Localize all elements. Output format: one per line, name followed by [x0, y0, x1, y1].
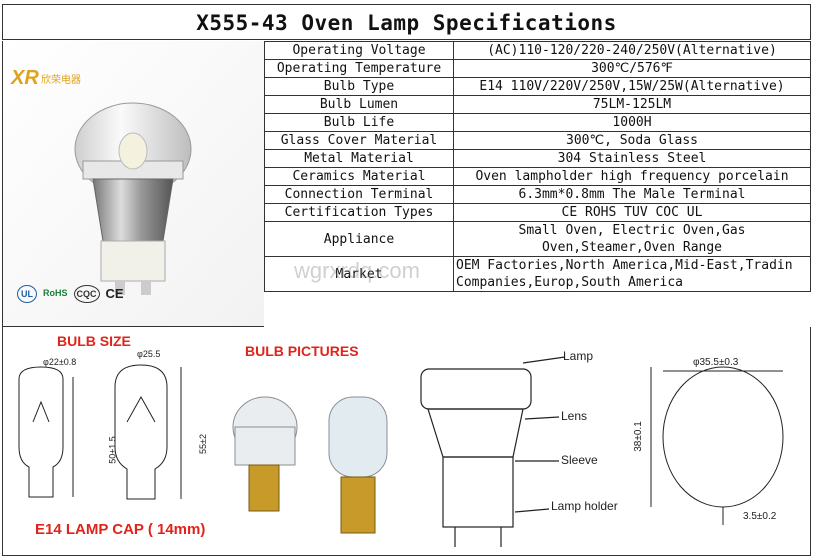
spec-value: 304 Stainless Steel: [453, 149, 811, 168]
spec-value: (AC)110-120/220-240/250V(Alternative): [453, 41, 811, 60]
spec-value: Small Oven, Electric Oven,Gas Oven,Steam…: [453, 221, 811, 257]
dim-diameter-1: φ22±0.8: [43, 357, 77, 367]
product-photo: [3, 41, 264, 326]
dim-height-right: 38±0.1: [632, 421, 644, 452]
part-lamp-holder: Lamp holder: [551, 499, 618, 513]
spec-label: Market: [264, 256, 454, 292]
spec-label: Bulb Type: [264, 77, 454, 96]
product-photo-panel: XR 欣荣电器 UL RoHS CQC CE: [2, 41, 264, 327]
watermark: wgrxrdq.com: [294, 258, 420, 283]
spec-label: Operating Temperature: [264, 59, 454, 78]
diagram-panel: BULB SIZE BULB PICTURES E14 LAMP CAP ( 1…: [2, 327, 811, 556]
spec-value: 75LM-125LM: [453, 95, 811, 114]
rohs-cert-icon: RoHS: [43, 288, 68, 298]
spec-value: 300℃/576℉: [453, 59, 811, 78]
spec-table: Operating Voltage(AC)110-120/220-240/250…: [264, 41, 811, 292]
dim-diameter-2: φ25.5: [137, 349, 161, 359]
spec-label: Connection Terminal: [264, 185, 454, 204]
part-lens: Lens: [561, 409, 588, 423]
spec-label: Appliance: [264, 221, 454, 257]
bulb-pictures-heading: BULB PICTURES: [245, 343, 359, 359]
brand-logo: XR: [11, 67, 39, 89]
spec-label: Bulb Lumen: [264, 95, 454, 114]
spec-value: 1000H: [453, 113, 811, 132]
dim-height-2: 55±2: [197, 434, 208, 454]
brand-name: 欣荣电器: [41, 75, 81, 86]
spec-row: Operating Voltage(AC)110-120/220-240/250…: [264, 41, 811, 60]
spec-label: Certification Types: [264, 203, 454, 222]
dim-thickness-right: 3.5±0.2: [743, 511, 777, 522]
ce-cert-icon: CE: [105, 286, 124, 301]
page-title: X555-43 Oven Lamp Specifications: [2, 4, 811, 40]
dim-height-1: 50±1.5: [107, 436, 118, 464]
spec-label: Metal Material: [264, 149, 454, 168]
spec-value: 6.3mm*0.8mm The Male Terminal: [453, 185, 811, 204]
dim-diameter-right: φ35.5±0.3: [693, 357, 739, 368]
spec-value: E14 110V/220V/250V,15W/25W(Alternative): [453, 77, 811, 96]
bulb-size-heading: BULB SIZE: [57, 333, 131, 349]
spec-value: CE ROHS TUV COC UL: [453, 203, 811, 222]
ul-cert-icon: UL: [17, 285, 37, 303]
part-sleeve: Sleeve: [561, 453, 598, 467]
spec-label: Operating Voltage: [264, 41, 454, 60]
spec-label: Bulb Life: [264, 113, 454, 132]
spec-value: 300℃, Soda Glass: [453, 131, 811, 150]
part-lamp: Lamp: [563, 349, 594, 363]
spec-label: Glass Cover Material: [264, 131, 454, 150]
cert-logo-row: UL RoHS CQC CE: [17, 285, 124, 303]
spec-value: OEM Factories,North America,Mid-East,Tra…: [453, 256, 811, 292]
spec-value: Oven lampholder high frequency porcelain: [453, 167, 811, 186]
spec-label: Ceramics Material: [264, 167, 454, 186]
technical-drawings: [18, 356, 784, 547]
cqc-cert-icon: CQC: [73, 285, 100, 303]
lamp-cap-label: E14 LAMP CAP ( 14mm): [35, 521, 206, 538]
